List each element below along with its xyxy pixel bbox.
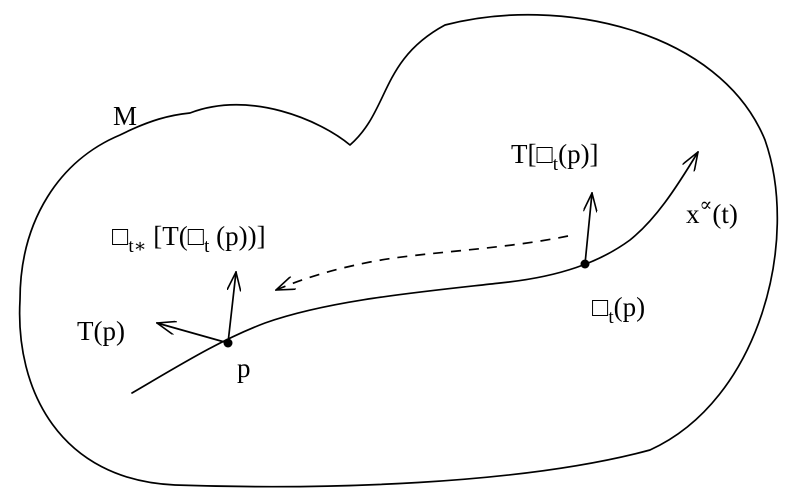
image-point (580, 259, 590, 269)
point-p (223, 338, 233, 348)
tangent-vector-at-p (157, 323, 229, 344)
pushforward-label: □t∗ [T(□t (p))] (112, 221, 266, 257)
tangent-vector-at-image-point (585, 193, 592, 265)
curve-label: x∝(t) (686, 195, 738, 229)
curve-x-of-t (131, 152, 698, 394)
tangent-at-p-label: T(p) (77, 316, 125, 346)
manifold-label: M (113, 101, 137, 131)
image-point-label: □t(p) (592, 292, 645, 328)
tangent-at-image-label: T[□t(p)] (511, 139, 599, 175)
manifold-boundary (18, 13, 779, 488)
transport-dashed-arrow (276, 235, 569, 290)
point-p-label: p (237, 353, 251, 383)
pushed-vector-at-p (228, 272, 236, 344)
